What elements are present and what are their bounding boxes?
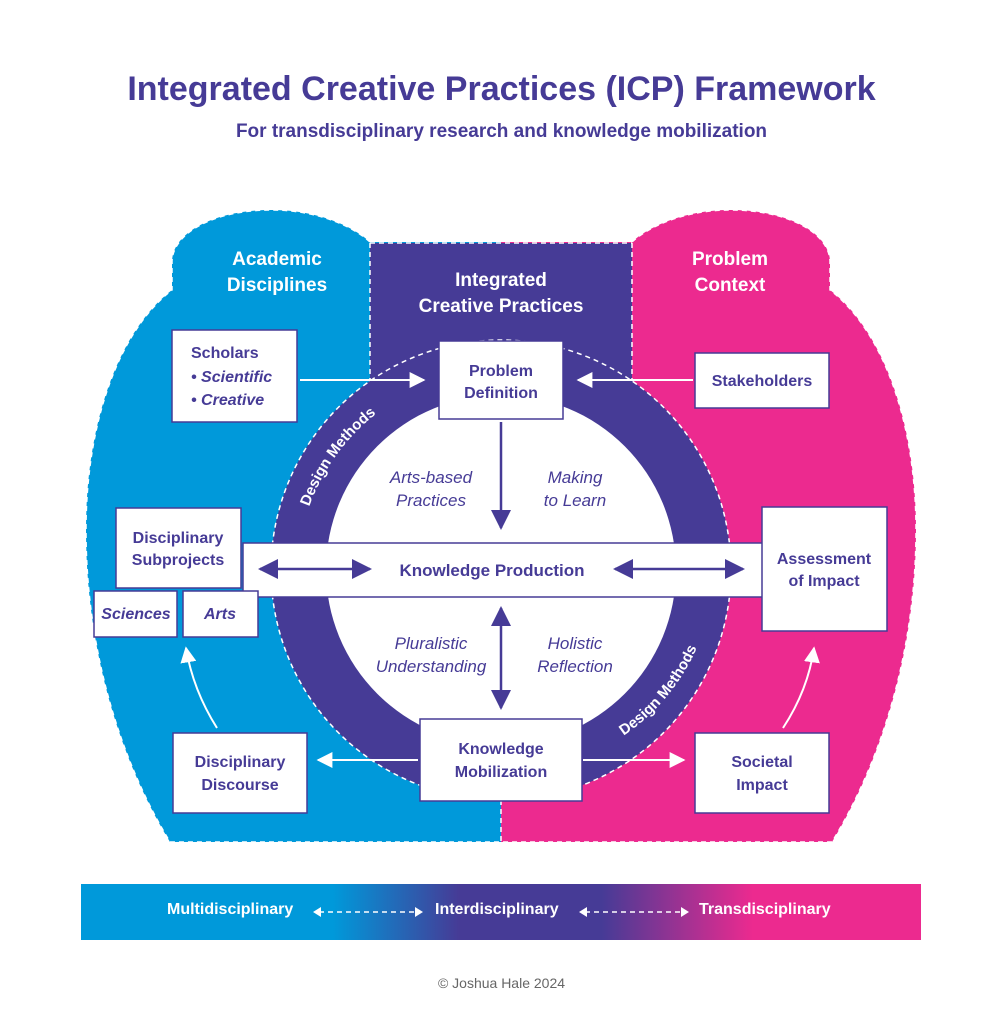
disciplinary-discourse-label: Disciplinary xyxy=(195,754,286,771)
transdisciplinary-label: Transdisciplinary xyxy=(699,901,831,918)
arts-based-practices-label-line2: Practices xyxy=(396,491,466,510)
interdisciplinary-label: Interdisciplinary xyxy=(435,901,559,918)
multidisciplinary-label: Multidisciplinary xyxy=(167,901,294,918)
scholars-scientific-label: • Scientific xyxy=(191,369,272,386)
multi-inter-arrow xyxy=(313,907,423,917)
pluralistic-understanding-label: Pluralistic xyxy=(395,634,468,653)
problem-definition-label: Problem xyxy=(469,363,533,380)
scholars-creative-label: • Creative xyxy=(191,392,264,409)
arts-label: Arts xyxy=(203,606,236,623)
discourse-to-subprojects-arrow xyxy=(180,646,218,729)
knowledge-mobilization-label: Knowledge xyxy=(458,741,543,758)
assessment-of-impact-box: Assessment of Impact xyxy=(761,506,888,632)
problem-context-title: Problem xyxy=(692,249,768,270)
disciplinary-subprojects-label-line2: Subprojects xyxy=(132,552,225,569)
holistic-reflection-label: Holistic xyxy=(548,634,603,653)
societal-impact-box: Societal Impact xyxy=(694,732,830,814)
sciences-box: Sciences xyxy=(93,590,178,638)
disciplinarity-spectrum-bar: Multidisciplinary Interdisciplinary Tran… xyxy=(81,884,921,940)
academic-disciplines-title: Academic xyxy=(232,249,322,270)
pluralistic-understanding-label-line2: Understanding xyxy=(376,657,487,676)
assessment-of-impact-label-line2: of Impact xyxy=(788,573,860,590)
knowledge-mobilization-box: Knowledge Mobilization xyxy=(419,718,583,802)
scholars-label: Scholars xyxy=(191,345,259,362)
disciplinary-subprojects-label: Disciplinary xyxy=(133,530,224,547)
scholars-box: Scholars • Scientific • Creative xyxy=(171,329,298,423)
stakeholders-label: Stakeholders xyxy=(712,373,813,390)
icp-framework-diagram: Academic Disciplines Integrated Creative… xyxy=(85,209,917,843)
societal-to-assessment-arrow xyxy=(782,646,820,729)
problem-context-title-line2: Context xyxy=(695,275,766,296)
disciplinary-discourse-label-line2: Discourse xyxy=(201,777,278,794)
icp-column-title-line2: Creative Practices xyxy=(419,296,584,317)
arts-box: Arts xyxy=(182,590,259,638)
disciplinary-subprojects-box: Disciplinary Subprojects xyxy=(115,507,242,589)
arts-based-practices-label: Arts-based xyxy=(389,468,473,487)
page-subtitle: For transdisciplinary research and knowl… xyxy=(235,121,768,142)
stakeholders-box: Stakeholders xyxy=(694,352,830,409)
page-title: Integrated Creative Practices (ICP) Fram… xyxy=(127,70,876,108)
academic-disciplines-title-line2: Disciplines xyxy=(227,275,327,296)
knowledge-production-bar: Knowledge Production xyxy=(242,542,766,598)
disciplinary-discourse-box: Disciplinary Discourse xyxy=(172,732,308,814)
sciences-label: Sciences xyxy=(101,606,170,623)
assessment-of-impact-label: Assessment xyxy=(777,551,872,568)
inter-trans-arrow xyxy=(579,907,689,917)
knowledge-production-label: Knowledge Production xyxy=(399,561,584,580)
icp-column-title: Integrated xyxy=(455,270,547,291)
holistic-reflection-label-line2: Reflection xyxy=(537,657,613,676)
knowledge-mobilization-label-line2: Mobilization xyxy=(455,764,547,781)
copyright-notice: © Joshua Hale 2024 xyxy=(437,975,566,991)
making-to-learn-label: Making xyxy=(548,468,603,487)
problem-definition-box: Problem Definition xyxy=(438,340,564,420)
problem-definition-label-line2: Definition xyxy=(464,385,538,402)
societal-impact-label-line2: Impact xyxy=(736,777,788,794)
societal-impact-label: Societal xyxy=(731,754,792,771)
making-to-learn-label-line2: to Learn xyxy=(544,491,606,510)
